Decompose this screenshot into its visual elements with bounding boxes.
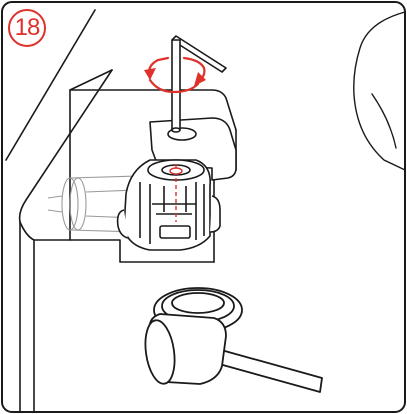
step-number: 18 [14, 14, 41, 41]
rotate-both-directions-arrow-icon [144, 56, 206, 94]
step-number-badge [8, 9, 46, 47]
knob-lever [144, 287, 323, 393]
adjustment-screw-axis [169, 164, 183, 222]
side-cover [353, 11, 406, 171]
hex-key-icon [171, 35, 227, 133]
